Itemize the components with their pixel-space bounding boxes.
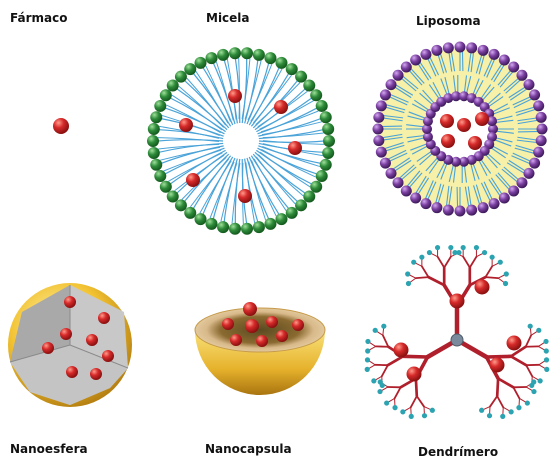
drug-particle (53, 118, 69, 134)
label-dendrimero: Dendrímero (418, 445, 498, 459)
label-farmaco: Fármaco (10, 11, 67, 25)
nanocapsule-structure (195, 302, 325, 395)
label-micela: Micela (206, 11, 250, 25)
micelle-structure (147, 47, 335, 235)
label-liposoma: Liposoma (416, 14, 481, 28)
liposome-structure (373, 42, 548, 217)
label-nanoesfera: Nanoesfera (10, 442, 88, 456)
label-nanocapsula: Nanocapsula (205, 442, 292, 456)
dendrimer-structure (365, 245, 550, 419)
nanosphere-structure (8, 283, 132, 407)
